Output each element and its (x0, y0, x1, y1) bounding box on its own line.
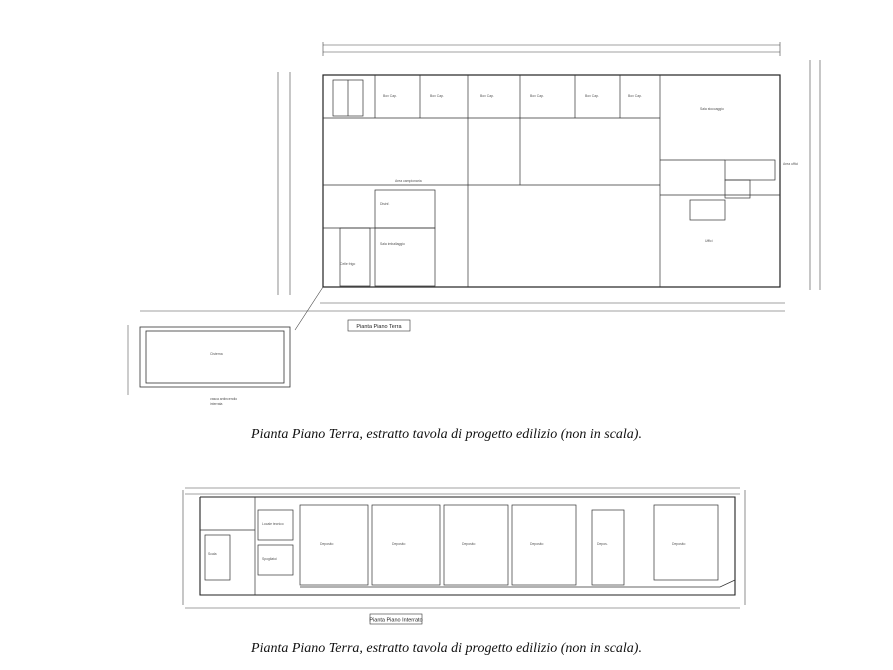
svg-text:Box Cap.: Box Cap. (585, 94, 599, 98)
svg-text:Spogliatoi: Spogliatoi (262, 557, 277, 561)
plan-title-label: Pianta Piano Interrato (369, 618, 422, 624)
ground-floor-plan-drawing: Box Cap. Box Cap. Box Cap. Box Cap. Box … (127, 42, 821, 406)
svg-text:Sala stoccaggio: Sala stoccaggio (700, 107, 724, 111)
svg-text:Box Cap.: Box Cap. (480, 94, 494, 98)
svg-text:Area campionaria: Area campionaria (395, 179, 422, 183)
svg-text:Uffici: Uffici (705, 239, 713, 243)
plan-title-label: Pianta Piano Terra (356, 324, 402, 330)
basement-plan-svg: Deposito Deposito Deposito Deposito Depo… (182, 487, 746, 625)
basement-plan-drawing: Deposito Deposito Deposito Deposito Depo… (0, 470, 893, 630)
room-labels: Box Cap. Box Cap. Box Cap. Box Cap. Box … (340, 94, 798, 266)
plan-label-box (369, 613, 423, 625)
svg-text:Depos.: Depos. (597, 542, 608, 546)
svg-text:Box Cap.: Box Cap. (530, 94, 544, 98)
plan-label-box (347, 319, 411, 332)
basement-caption: Pianta Piano Terra, estratto tavola di p… (251, 641, 642, 656)
svg-text:Deposito: Deposito (320, 542, 333, 546)
basement-room-labels: Deposito Deposito Deposito Deposito Depo… (208, 522, 685, 561)
basement-outline (199, 496, 736, 596)
svg-text:Celle frigo: Celle frigo (340, 262, 355, 266)
svg-text:Sala imballaggio: Sala imballaggio (380, 242, 405, 246)
svg-text:Disinf.: Disinf. (380, 202, 389, 206)
svg-text:Deposito: Deposito (530, 542, 543, 546)
svg-text:Box Cap.: Box Cap. (383, 94, 397, 98)
ground-floor-plan-svg: Box Cap. Box Cap. Box Cap. Box Cap. Box … (127, 42, 821, 406)
svg-text:Box Cap.: Box Cap. (628, 94, 642, 98)
building-outline (322, 74, 781, 288)
tank-outline (139, 326, 291, 388)
svg-text:Scala: Scala (208, 552, 217, 556)
svg-text:Cisterna: Cisterna (210, 352, 223, 356)
svg-text:Area uffici: Area uffici (783, 162, 798, 166)
svg-text:Deposito: Deposito (392, 542, 405, 546)
ground-floor-caption: Pianta Piano Terra, estratto tavola di p… (251, 427, 642, 442)
svg-text:vasca antincendio: vasca antincendio (210, 397, 237, 401)
svg-text:Box Cap.: Box Cap. (430, 94, 444, 98)
svg-text:interrata: interrata (210, 402, 223, 406)
svg-text:Deposito: Deposito (672, 542, 685, 546)
svg-text:Deposito: Deposito (462, 542, 475, 546)
svg-text:Locale tecnico: Locale tecnico (262, 522, 284, 526)
